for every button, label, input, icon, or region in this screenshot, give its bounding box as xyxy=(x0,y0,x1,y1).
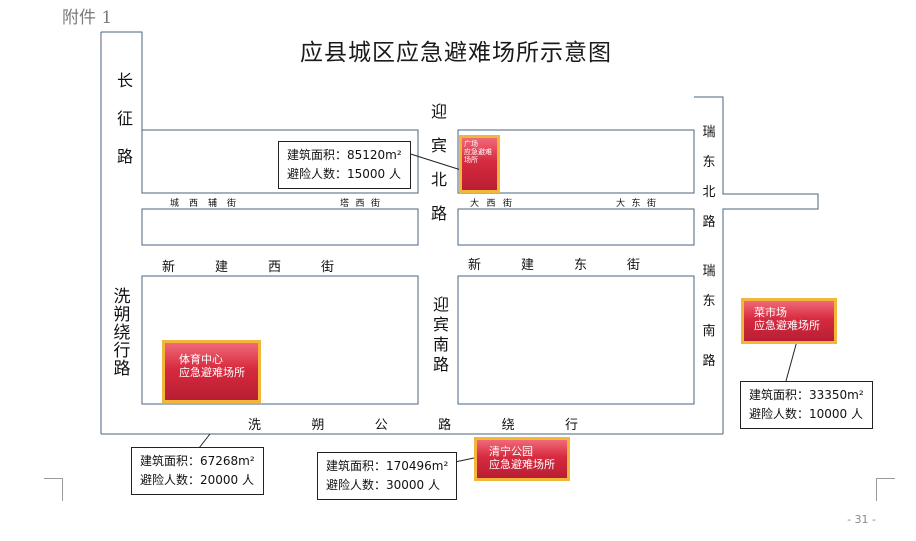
block-southeast xyxy=(457,275,695,405)
road-xishuo-south: 洗朔公路绕行 xyxy=(248,418,578,433)
info-qingning-park: 建筑面积：170496m² 避险人数：30000 人 xyxy=(317,452,458,500)
shelter-square-name: 广场 xyxy=(464,140,478,148)
shelter-qingning-park-name: 清宁公园 xyxy=(489,445,533,458)
road-xishuo-west: 洗朔绕行路 xyxy=(113,287,131,379)
info-qingning-park-area: 建筑面积：170496m² xyxy=(326,459,449,473)
info-market: 建筑面积：33350m² 避险人数：10000 人 xyxy=(740,381,873,429)
block-northwest xyxy=(141,129,419,194)
shelter-market-type: 应急避难场所 xyxy=(754,319,820,332)
ruidong-east-boundary xyxy=(694,96,819,434)
corner-mark-left xyxy=(44,478,63,501)
pointer-market xyxy=(785,340,798,382)
road-yingbin-south: 迎宾南路 xyxy=(432,295,449,374)
pointer-park xyxy=(454,457,475,463)
outer-boundary xyxy=(101,31,143,130)
street-xinjian-east: 新建东街 xyxy=(468,258,640,273)
street-daxi: 大西街 xyxy=(470,199,512,209)
corner-mark-right xyxy=(876,478,895,501)
shelter-sports-center-name: 体育中心 xyxy=(179,353,223,366)
road-yingbin-north: 迎宾北路 xyxy=(430,102,447,223)
block-southwest xyxy=(141,275,419,405)
road-ruidong-south: 瑞东南路 xyxy=(702,264,716,369)
block-east-middle xyxy=(457,208,695,246)
info-square: 建筑面积：85120m² 避险人数：15000 人 xyxy=(278,141,411,189)
pointer-sports xyxy=(198,433,211,449)
block-northeast xyxy=(457,129,695,194)
info-sports-center: 建筑面积：67268m² 避险人数：20000 人 xyxy=(131,447,264,495)
info-sports-center-capacity: 避险人数：20000 人 xyxy=(140,473,254,487)
block-west-middle xyxy=(141,208,419,246)
info-square-capacity: 避险人数：15000 人 xyxy=(287,167,401,181)
info-qingning-park-capacity: 避险人数：30000 人 xyxy=(326,478,440,492)
shelter-qingning-park-type: 应急避难场所 xyxy=(489,458,555,471)
shelter-square[interactable]: 广场 应急避难场所 xyxy=(459,135,500,193)
street-taxi: 塔西街 xyxy=(340,199,380,209)
attachment-label: 附件 1 xyxy=(62,8,113,28)
info-square-area: 建筑面积：85120m² xyxy=(287,148,402,162)
shelter-square-type: 应急避难场所 xyxy=(464,148,492,164)
shelter-sports-center-type: 应急避难场所 xyxy=(179,366,245,379)
shelter-qingning-park[interactable]: 清宁公园 应急避难场所 xyxy=(474,437,570,481)
street-xinjian-west: 新建西街 xyxy=(162,260,334,275)
info-market-capacity: 避险人数：10000 人 xyxy=(749,407,863,421)
map-title: 应县城区应急避难场所示意图 xyxy=(300,40,612,66)
page-number: - 31 - xyxy=(847,513,876,526)
road-changzheng: 长征路 xyxy=(116,71,133,166)
street-chengxi: 城西辅街 xyxy=(170,199,236,209)
shelter-market[interactable]: 菜市场 应急避难场所 xyxy=(741,298,837,344)
street-dadong: 大东街 xyxy=(616,199,656,209)
info-market-area: 建筑面积：33350m² xyxy=(749,388,864,402)
shelter-market-name: 菜市场 xyxy=(754,306,787,319)
shelter-sports-center[interactable]: 体育中心 应急避难场所 xyxy=(162,340,261,403)
road-ruidong-north: 瑞东北路 xyxy=(702,125,716,230)
info-sports-center-area: 建筑面积：67268m² xyxy=(140,454,255,468)
